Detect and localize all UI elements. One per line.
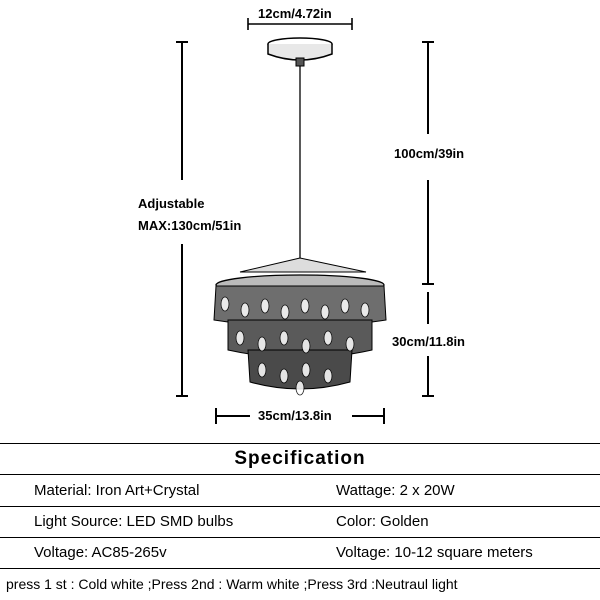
canopy-width-arrow: [247, 18, 353, 30]
spec-light-mode-note: press 1 st : Cold white ;Press 2nd : War…: [6, 576, 458, 592]
spec-material: Material: Iron Art+Crystal: [34, 482, 200, 499]
cord-length-label: 100cm/39in: [394, 146, 465, 161]
ceiling-canopy: [267, 37, 333, 67]
spec-row-divider: [0, 537, 600, 538]
spec-row-divider: [0, 568, 600, 569]
cord-length-line: [422, 41, 434, 285]
spec-title: Specification: [234, 448, 366, 469]
spec-color: Color: Golden: [336, 513, 429, 530]
chandelier-dimension-drawing: [176, 18, 434, 424]
canopy-width-label: 12cm/4.72in: [258, 6, 332, 21]
spec-wattage: Wattage: 2 x 20W: [336, 482, 455, 499]
spec-voltage: Voltage: AC85-265v: [34, 544, 167, 561]
crystal-chandelier-body: [213, 257, 387, 396]
adjustable-label: Adjustable: [138, 196, 205, 211]
spec-row: Light Source: LED SMD bulbs Color: Golde…: [0, 507, 600, 537]
body-width-label: 35cm/13.8in: [258, 408, 332, 423]
spec-row-divider: [0, 506, 600, 507]
body-height-label: 30cm/11.8in: [392, 334, 465, 349]
spec-note-row: press 1 st : Cold white ;Press 2nd : War…: [0, 569, 600, 599]
spec-coverage: Voltage: 10-12 square meters: [336, 544, 533, 561]
spec-title-divider: [0, 474, 600, 475]
spec-row: Material: Iron Art+Crystal Wattage: 2 x …: [0, 476, 600, 506]
adjustable-max-label: MAX:130cm/51in: [138, 218, 242, 233]
spec-light-source: Light Source: LED SMD bulbs: [34, 513, 234, 530]
body-height-line: [422, 292, 434, 397]
spec-top-divider: [0, 443, 600, 444]
adjustable-height-line: [176, 41, 188, 397]
spec-row: Voltage: AC85-265v Voltage: 10-12 square…: [0, 538, 600, 568]
body-width-line: [215, 408, 385, 424]
